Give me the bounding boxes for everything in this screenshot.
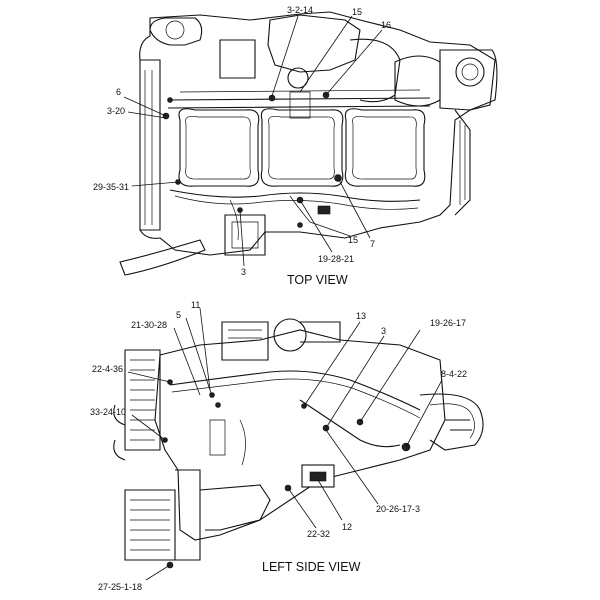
callout-label: 8-4-22 xyxy=(441,369,467,379)
top-view-leaders xyxy=(123,15,383,267)
callout-label: 5 xyxy=(176,310,181,320)
callout-label: 33-24-10 xyxy=(90,407,126,417)
callout-label: 12 xyxy=(342,522,352,532)
left-side-view-title: LEFT SIDE VIEW xyxy=(262,560,361,574)
callout-label: 7 xyxy=(370,239,375,249)
top-view-engine-drawing xyxy=(119,11,498,276)
callout-label: 3 xyxy=(381,326,386,336)
left-side-view-leaders xyxy=(127,307,443,581)
callout-label: 13 xyxy=(356,311,366,321)
left-side-view-callouts: 11 5 21-30-28 13 3 19-26-17 22-4-36 8-4-… xyxy=(90,300,467,592)
callout-label: 22-4-36 xyxy=(92,364,123,374)
callout-label: 19-28-21 xyxy=(318,254,354,264)
callout-label: 3 xyxy=(241,267,246,277)
top-view-callouts: 3-2-14 15 16 6 3-20 29-35-31 15 7 19-28-… xyxy=(93,5,391,287)
callout-label: 6 xyxy=(116,87,121,97)
callout-label: 16 xyxy=(381,20,391,30)
callout-label: 11 xyxy=(191,300,200,310)
callout-label: 15 xyxy=(352,7,362,17)
top-view-title: TOP VIEW xyxy=(287,273,348,287)
callout-label: 27-25-1-18 xyxy=(98,582,142,592)
cylinder-rings xyxy=(178,108,426,187)
callout-label: 22-32 xyxy=(307,529,330,539)
callout-label: 15 xyxy=(348,235,358,245)
left-side-view-engine-drawing xyxy=(113,318,484,569)
callout-label: 21-30-28 xyxy=(131,320,167,330)
callout-label: 29-35-31 xyxy=(93,182,129,192)
callout-label: 19-26-17 xyxy=(430,318,466,328)
callout-label: 20-26-17-3 xyxy=(376,504,420,514)
callout-label: 3-20 xyxy=(107,106,125,116)
callout-label: 3-2-14 xyxy=(287,5,313,15)
